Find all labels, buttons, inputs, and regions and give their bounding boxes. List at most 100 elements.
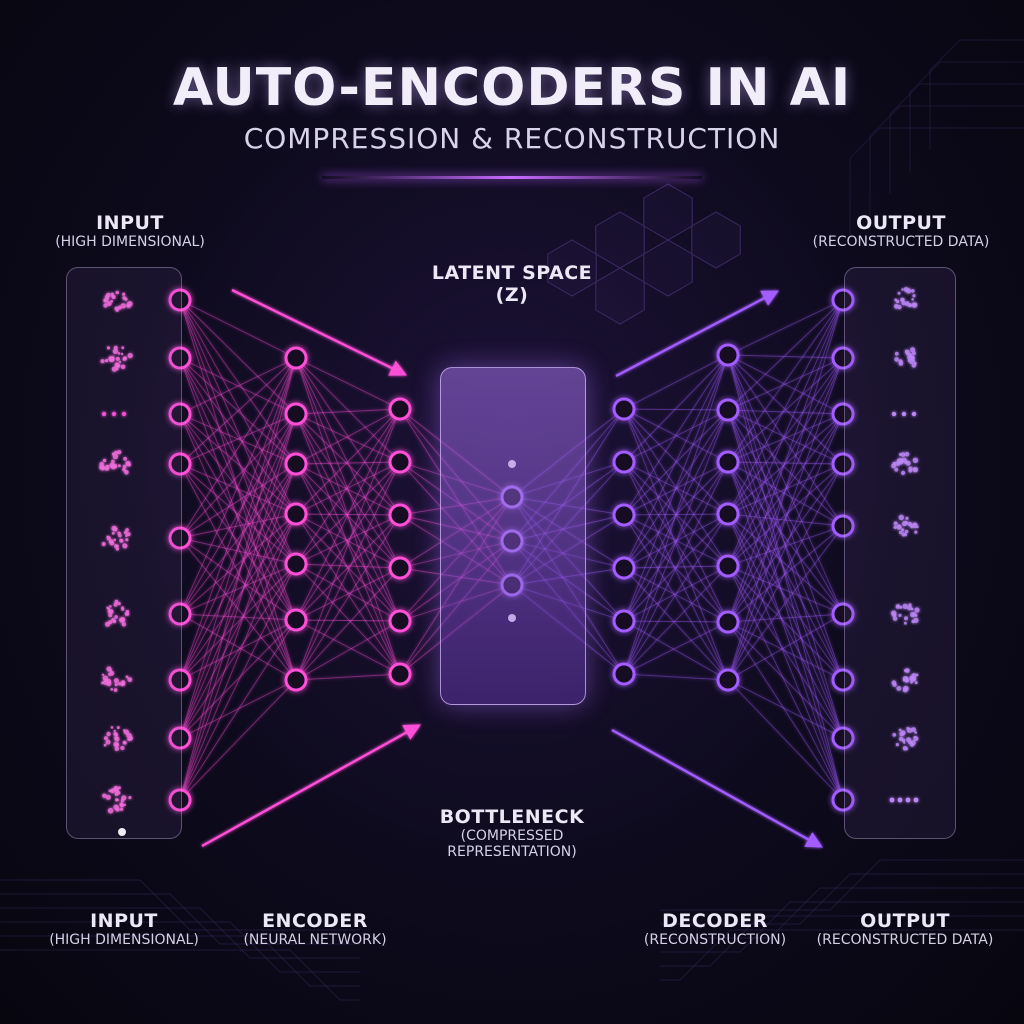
data-point xyxy=(111,411,117,417)
connection-line xyxy=(295,461,401,515)
connection-line xyxy=(179,463,297,615)
latent-space-box xyxy=(440,367,586,705)
neuron-node xyxy=(388,450,412,474)
connection-line xyxy=(623,514,729,681)
connection-line xyxy=(727,461,844,465)
input-bottom-label: INPUT (HIGH DIMENSIONAL) xyxy=(14,910,234,948)
data-point xyxy=(899,731,905,737)
data-point xyxy=(125,538,129,542)
data-point xyxy=(105,739,111,745)
connection-line xyxy=(179,619,297,801)
data-point xyxy=(105,794,111,800)
connection-line xyxy=(727,565,844,739)
data-point xyxy=(124,470,129,475)
connection-line xyxy=(295,461,401,465)
data-point xyxy=(892,682,897,687)
data-point xyxy=(897,525,901,528)
circuit-trace xyxy=(0,921,360,973)
data-point xyxy=(113,729,116,733)
data-point xyxy=(123,456,127,461)
connection-line xyxy=(623,408,729,681)
neuron-node xyxy=(168,402,192,426)
hexagon-decoration xyxy=(643,239,693,297)
connection-line xyxy=(179,613,297,621)
circuit-trace xyxy=(0,879,360,931)
data-point xyxy=(912,457,919,463)
connection-line xyxy=(179,299,297,621)
data-point xyxy=(914,614,918,617)
data-point xyxy=(120,352,124,356)
data-point xyxy=(911,619,915,624)
data-point xyxy=(912,294,916,298)
connection-line xyxy=(623,673,729,681)
data-point xyxy=(905,516,909,520)
connection-line xyxy=(295,463,401,675)
data-point xyxy=(109,540,115,546)
connection-line xyxy=(295,567,401,681)
neuron-node xyxy=(612,609,636,633)
data-point xyxy=(891,463,896,469)
connection-line xyxy=(179,563,297,681)
connection-line xyxy=(727,354,844,359)
connection-line xyxy=(727,413,844,515)
data-point xyxy=(895,604,900,609)
output-panel xyxy=(844,267,956,839)
data-point xyxy=(901,470,906,475)
data-point xyxy=(126,612,130,616)
data-point xyxy=(117,352,121,355)
data-point xyxy=(907,521,913,527)
data-point xyxy=(106,536,112,541)
connection-line xyxy=(727,565,844,681)
data-point xyxy=(906,301,909,305)
data-point xyxy=(897,291,901,295)
connection-line xyxy=(295,408,401,681)
neuron-node xyxy=(168,526,192,550)
neuron-node xyxy=(716,610,740,634)
connection-line xyxy=(623,567,729,681)
data-point xyxy=(901,521,908,527)
neuron-node xyxy=(831,346,855,370)
connection-line xyxy=(727,463,844,681)
data-point xyxy=(904,669,907,672)
data-point xyxy=(891,411,897,417)
decoder-heading: DECODER xyxy=(662,910,768,932)
connection-line xyxy=(623,354,729,410)
connection-line xyxy=(623,408,729,411)
data-point xyxy=(107,609,112,614)
data-point xyxy=(109,462,115,469)
data-point xyxy=(893,303,899,309)
data-point xyxy=(121,411,127,417)
neuron-node xyxy=(612,662,636,686)
data-point xyxy=(912,467,918,473)
data-point xyxy=(906,727,910,730)
circuit-trace xyxy=(929,39,1024,150)
connection-line xyxy=(179,357,297,565)
connection-line xyxy=(295,463,401,569)
data-point xyxy=(119,803,124,808)
connection-line xyxy=(727,463,844,623)
connection-line xyxy=(179,357,297,801)
connection-line xyxy=(295,563,401,622)
connection-line xyxy=(179,357,297,515)
data-point xyxy=(103,297,109,303)
data-point xyxy=(113,538,117,542)
data-point xyxy=(128,736,133,741)
neuron-node xyxy=(284,552,308,576)
circuit-trace xyxy=(909,61,1024,172)
data-point xyxy=(903,287,909,292)
data-point xyxy=(100,465,106,471)
data-point xyxy=(909,354,913,358)
connection-line xyxy=(727,461,844,527)
connection-line xyxy=(179,563,297,739)
hexagon-decoration xyxy=(691,211,741,269)
hexagon-decoration xyxy=(547,239,597,297)
connection-line xyxy=(179,513,297,681)
data-point xyxy=(125,675,129,679)
data-point xyxy=(907,303,912,307)
data-point xyxy=(110,356,114,361)
data-point xyxy=(913,797,919,803)
connection-line xyxy=(295,408,401,415)
connection-line xyxy=(727,299,844,681)
data-point xyxy=(121,795,127,801)
